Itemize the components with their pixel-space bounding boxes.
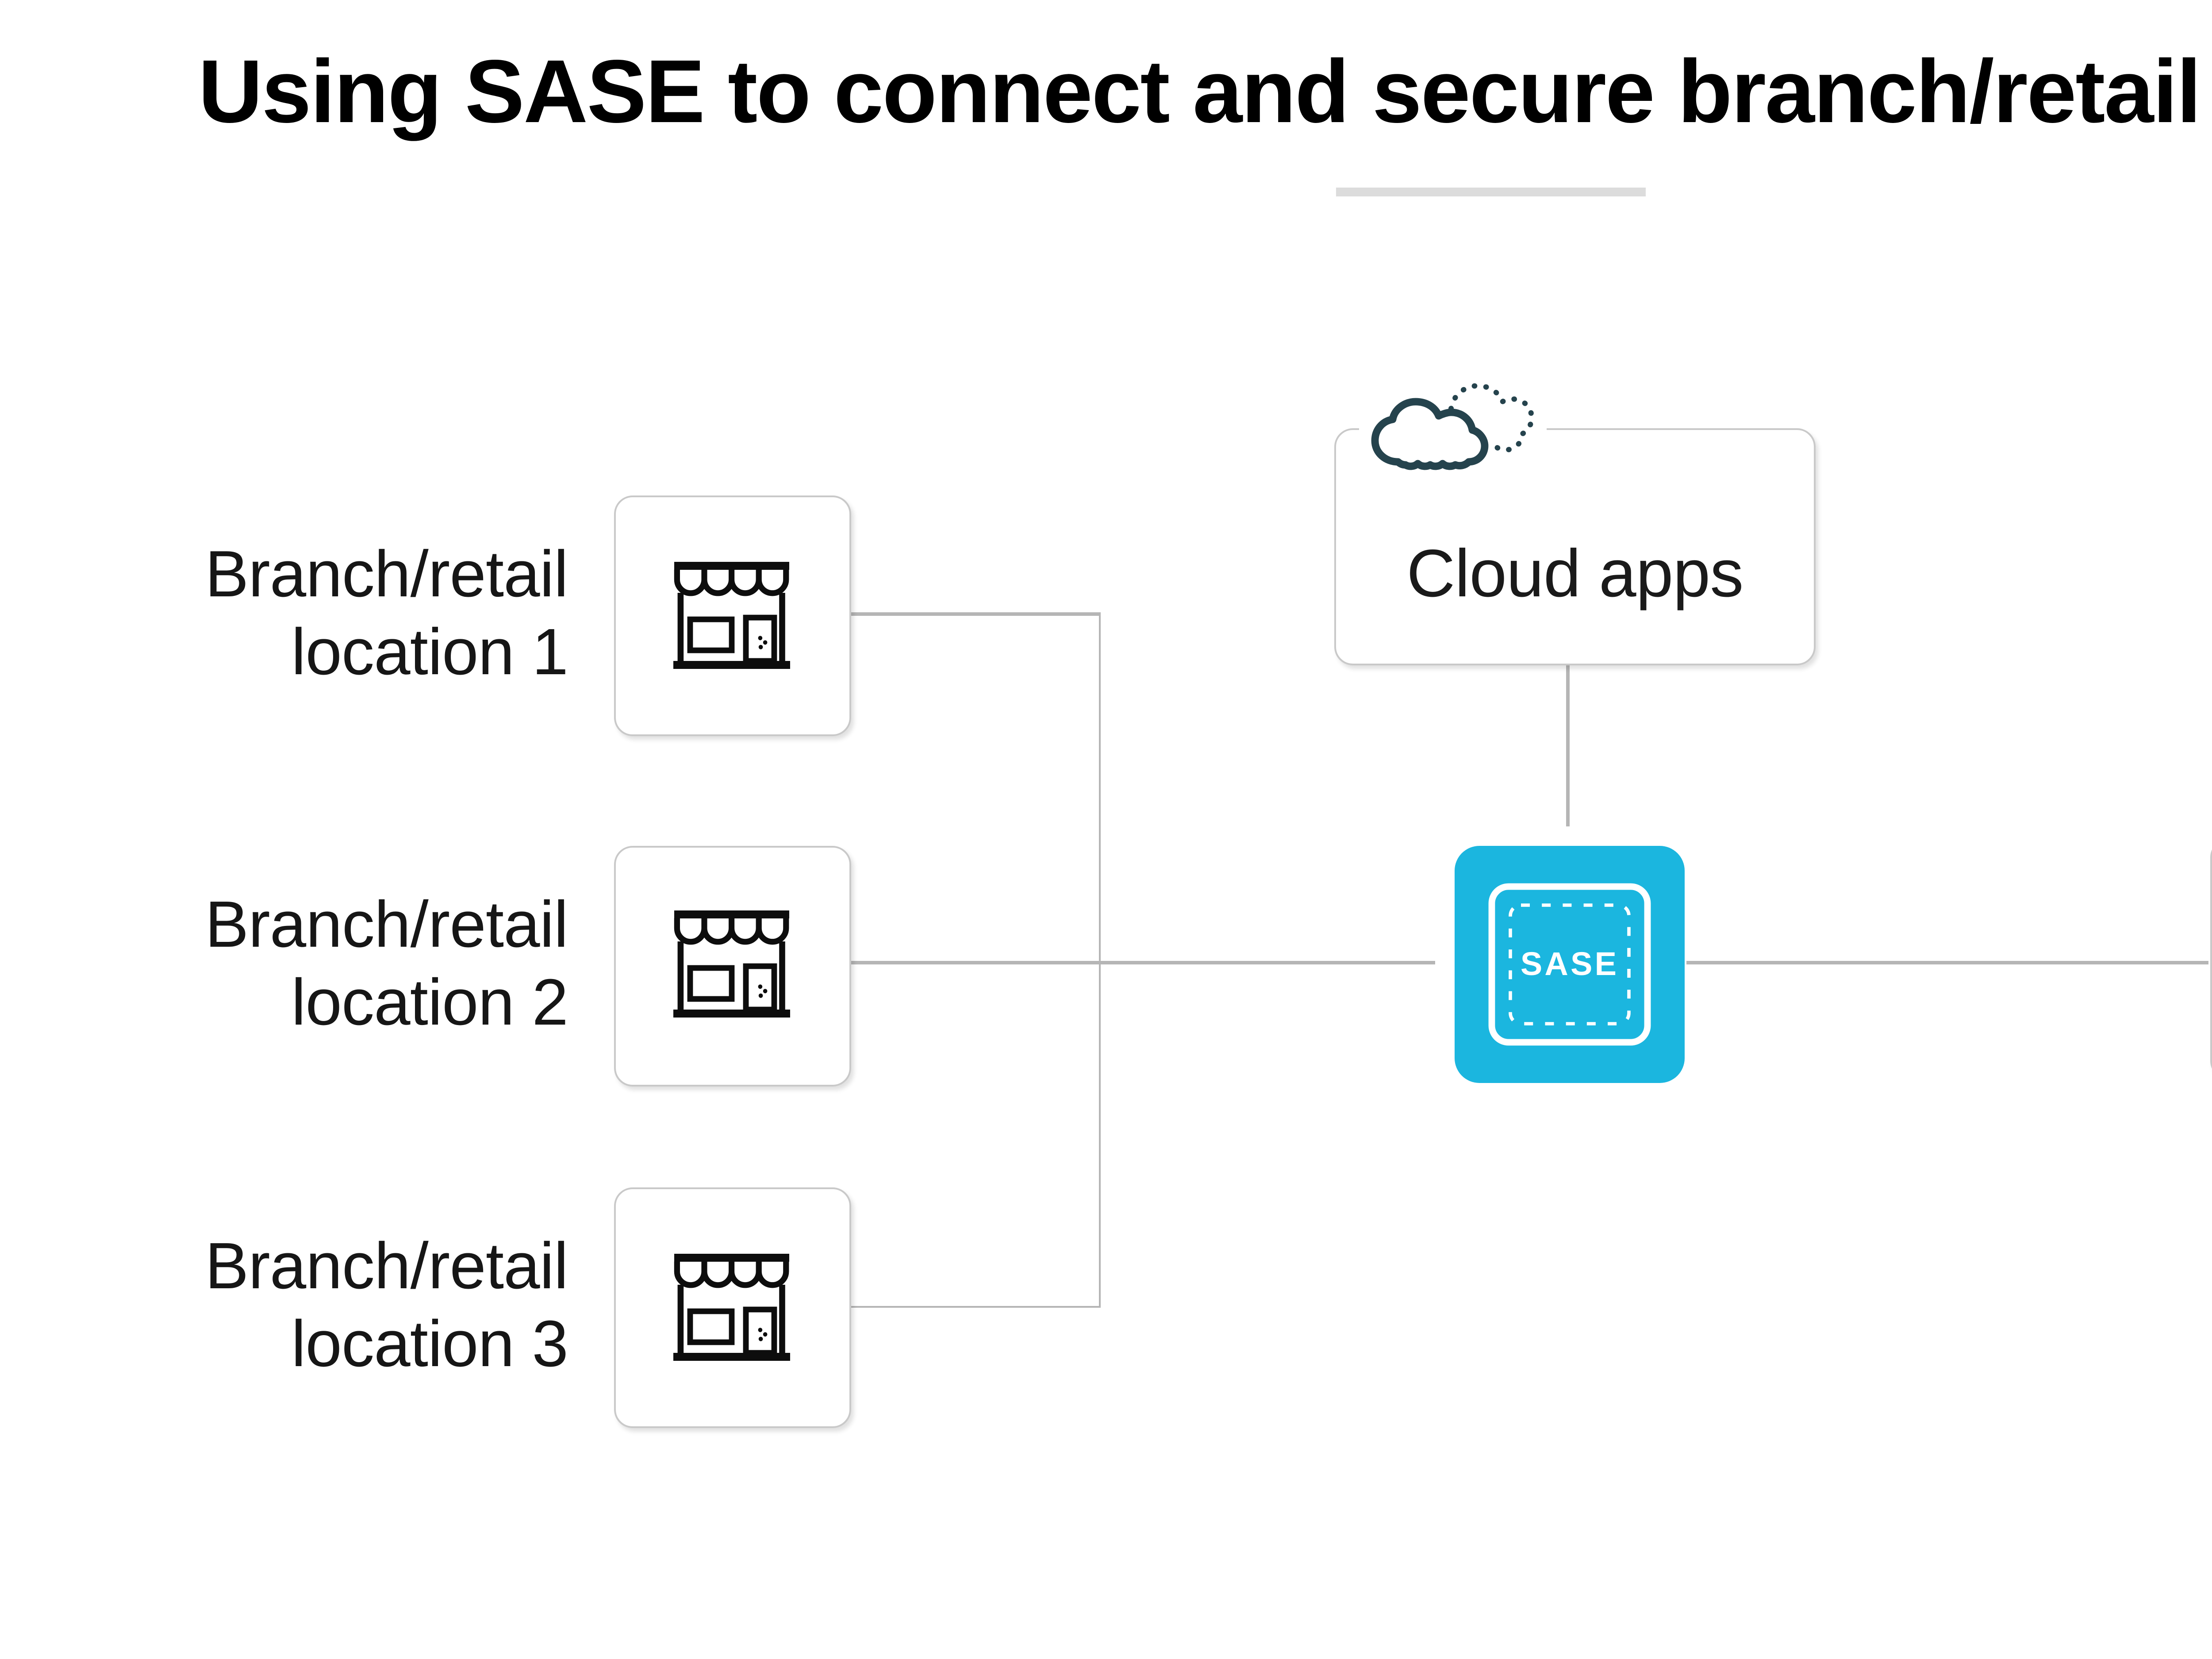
storefront-icon: [674, 1253, 791, 1360]
branch-label-3-line1: Branch/retail: [205, 1230, 568, 1302]
cloud-icon: [1371, 383, 1535, 470]
connector-sase-to-datacenter: [1686, 961, 2208, 964]
branch-label-1: Branch/retail location 1: [71, 536, 568, 692]
connector-cloud-to-sase: [1567, 664, 1570, 826]
cloud-apps-label: Cloud apps: [1406, 537, 1744, 611]
sase-label: SASE: [1520, 945, 1619, 982]
branch-label-1-line2: location 1: [291, 616, 568, 688]
branch-box-3: [613, 1187, 851, 1428]
storefront-icon: [674, 910, 791, 1018]
storefront-icon: [674, 561, 791, 668]
branch-label-2: Branch/retail location 2: [71, 886, 568, 1041]
branch-box-2: [613, 845, 851, 1086]
page-title: Using SASE to connect and secure branch/…: [198, 41, 2212, 142]
branch-box-1: [613, 495, 851, 736]
company-data-center-box: [2210, 839, 2212, 1079]
branch-label-1-line1: Branch/retail: [205, 538, 568, 611]
connector-branch2-to-sase: [848, 961, 1435, 964]
connector-bus-vertical: [1098, 613, 1101, 1309]
branch-label-3-line2: location 3: [291, 1308, 568, 1380]
branch-label-3: Branch/retail location 3: [71, 1228, 568, 1384]
dashed-square-frame: [1488, 883, 1651, 1046]
sase-node: [1455, 846, 1685, 1083]
cloud-icon-holder: [1359, 379, 1547, 474]
title-divider: [1336, 188, 1646, 196]
branch-label-2-line2: location 2: [291, 965, 568, 1038]
branch-label-2-line1: Branch/retail: [205, 887, 568, 960]
connector-branch1-to-bus: [848, 613, 1099, 616]
connector-branch3-to-bus: [848, 1306, 1099, 1309]
